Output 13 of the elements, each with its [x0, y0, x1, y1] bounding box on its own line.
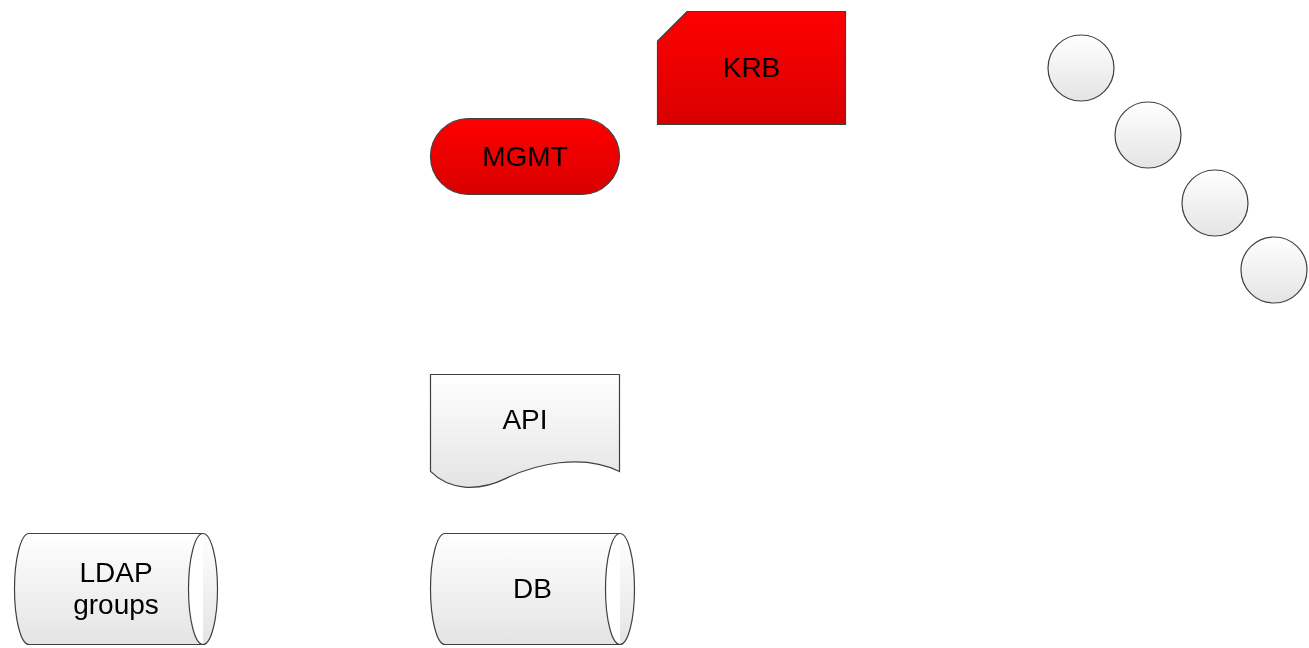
- card-shape: [657, 11, 846, 125]
- document-shape: [430, 374, 620, 490]
- circle: [1114, 101, 1182, 169]
- node-label: MGMT: [481, 140, 569, 173]
- node-label: KRB: [721, 52, 782, 84]
- circle: [1047, 34, 1115, 102]
- node-label: DB: [512, 573, 553, 605]
- node-label: LDAP groups: [72, 557, 160, 621]
- node-label: API: [501, 404, 549, 436]
- storage-cylinder: [430, 533, 635, 645]
- storage-cylinder: [14, 533, 218, 645]
- circle: [1240, 236, 1308, 304]
- circle: [1181, 169, 1249, 237]
